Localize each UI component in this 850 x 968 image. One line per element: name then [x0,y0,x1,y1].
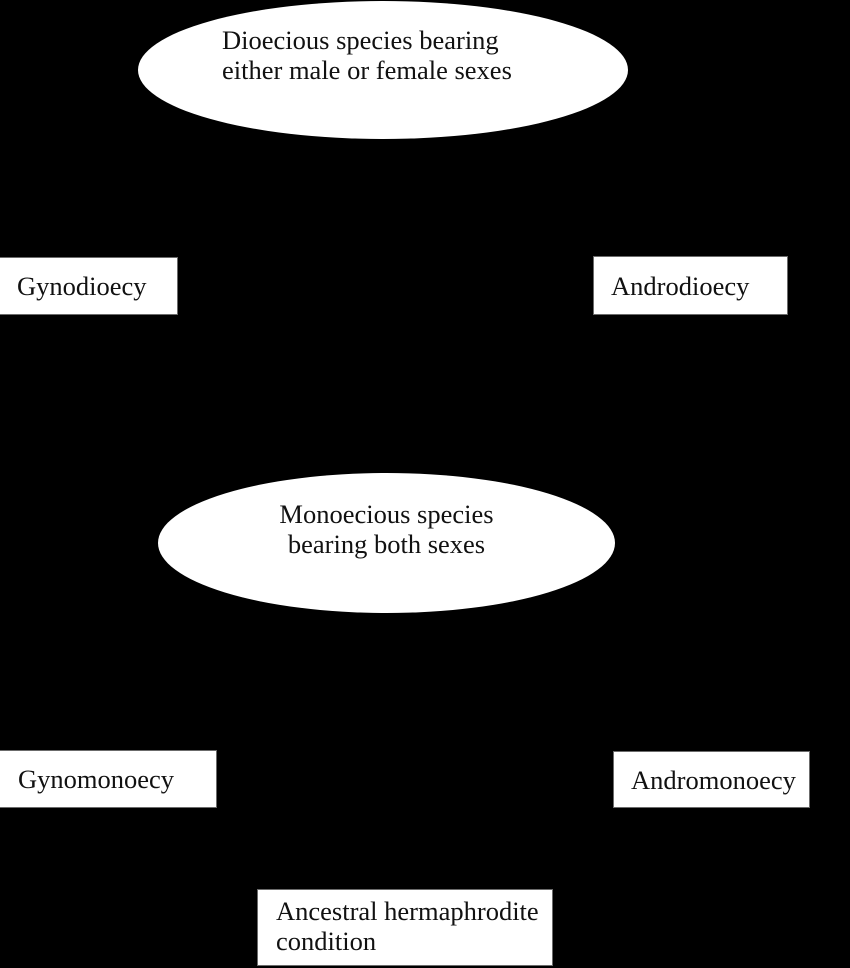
node-monoecious-species-ellipse: Monoecious species bearing both sexes [158,473,615,613]
node-dioecious-species-ellipse: Dioecious species bearing either male or… [138,1,628,139]
node-label: Gynomonoecy [18,764,175,794]
node-label-line: either male or female sexes [222,55,512,85]
node-label: Androdioecy [611,270,750,301]
node-ancestral-hermaphrodite-box: Ancestral hermaphrodite condition [257,889,553,966]
node-label-line: Monoecious species [279,499,494,529]
node-label-line: Ancestral hermaphrodite [276,896,539,926]
node-label-line: condition [276,926,377,956]
node-label-line: Dioecious species bearing [222,25,499,55]
node-label-line: bearing both sexes [287,529,486,559]
node-label: Gynodioecy [17,271,147,301]
node-androdioecy-box: Androdioecy [593,256,788,315]
node-andromonoecy-box: Andromonoecy [613,751,810,808]
node-gynodioecy-box: Gynodioecy [0,257,178,315]
node-gynomonoecy-box: Gynomonoecy [0,750,217,808]
node-label: Andromonoecy [631,764,796,795]
